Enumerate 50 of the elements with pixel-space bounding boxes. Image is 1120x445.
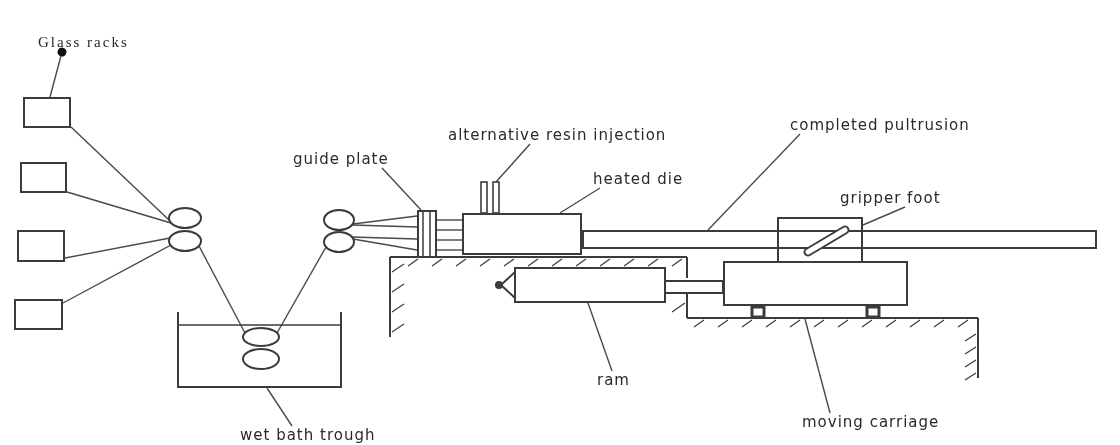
fibre-strand [351,224,418,228]
ram-cylinder [493,267,723,303]
leader-line [862,206,906,226]
fibre-strand [276,246,327,334]
fibre-strand [64,237,171,259]
leader-line [707,133,801,231]
guide-plate [417,210,437,258]
bath-trough [177,312,342,388]
fibre-strand [436,239,463,241]
leader-line [495,143,531,183]
fibre-strand [352,215,418,225]
leader-line [804,318,831,414]
glass-rack [14,299,63,330]
fibre-strand [198,245,246,334]
leader-line [266,387,293,427]
roller [242,327,280,347]
glass-rack [17,230,65,262]
fibre-strand [351,236,418,240]
injection-pipe [480,182,500,213]
roller [323,231,355,253]
glass-rack [20,162,67,193]
roller [168,207,202,229]
leader-line [381,167,422,211]
fibre-strand [70,126,171,222]
roller [168,230,202,252]
fibre-strand [436,229,463,231]
part-label: alternative resin injection [448,126,667,144]
fibre-strand [436,249,463,251]
glass-rack [23,97,71,128]
roller [242,348,280,370]
leader-line [559,187,601,214]
roller [323,209,355,231]
pultruded-rod [582,230,1097,249]
part-label: ram [597,371,630,389]
heated-die [462,213,582,255]
fibre-strand [352,238,418,251]
fibre-strand [66,191,172,224]
leader-line [49,47,67,98]
gripper-block [777,217,863,262]
part-label: guide plate [293,150,389,168]
part-label: heated die [593,170,684,188]
fibre-strand [436,219,463,221]
fibre-strand [62,244,172,304]
part-label: wet bath trough [240,426,376,444]
leader-line [587,302,613,372]
part-label: moving carriage [802,413,940,431]
part-label: completed pultrusion [790,116,970,134]
part-label: gripper foot [840,189,941,207]
part-label: Glass racks [38,32,129,52]
moving-carriage [723,261,908,319]
